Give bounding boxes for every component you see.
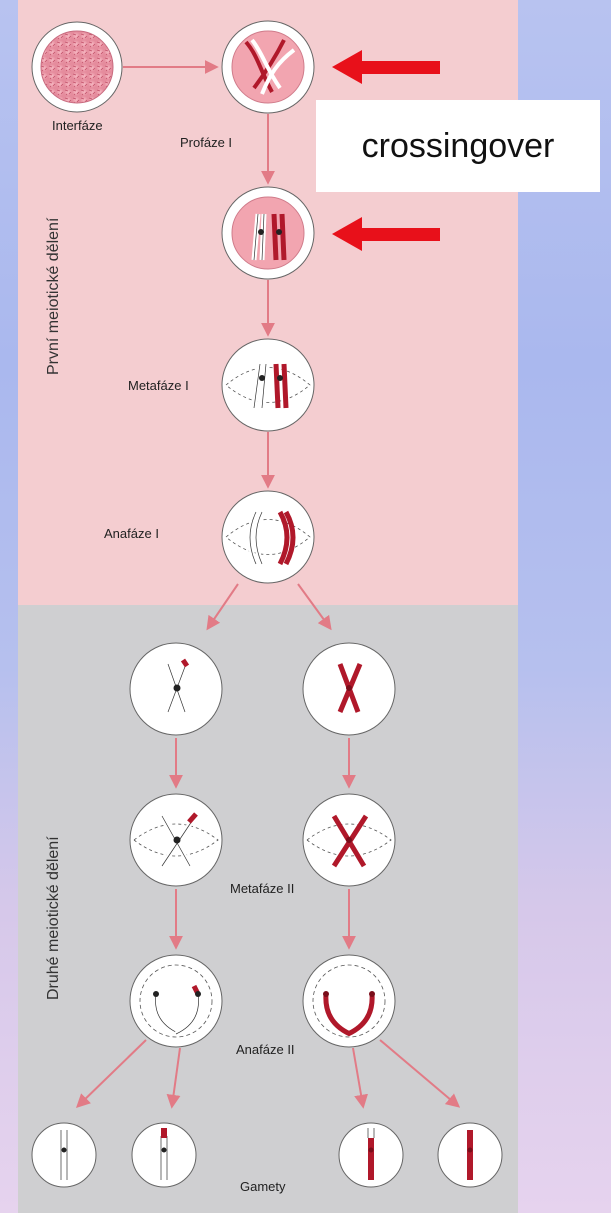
crossingover-arrow-upper (332, 50, 440, 84)
interphase-cell (31, 21, 123, 113)
second-division-panel (18, 605, 518, 1213)
interphase-label: Interfáze (52, 118, 103, 133)
gametes-label: Gamety (240, 1179, 286, 1194)
anaphase2-right-cell (302, 954, 396, 1048)
metaphase2-right-cell (302, 793, 396, 887)
metaphase2-left-cell (129, 793, 223, 887)
prophase1-cell (221, 20, 315, 114)
crossingover-callout: crossingover (316, 100, 600, 192)
prophase2-right-cell (302, 642, 396, 736)
prophase2-left-cell (129, 642, 223, 736)
metaphase1-cell (221, 338, 315, 432)
metaphase2-label: Metafáze II (230, 881, 294, 896)
gamete-2 (131, 1122, 197, 1188)
anaphase2-left-cell (129, 954, 223, 1048)
gamete-3 (338, 1122, 404, 1188)
gamete-4 (437, 1122, 503, 1188)
prophase1-label: Profáze I (180, 135, 232, 150)
metaphase1-label: Metafáze I (128, 378, 189, 393)
prophase1-synapsis-cell (221, 186, 315, 280)
gamete-1 (31, 1122, 97, 1188)
anaphase1-cell (221, 490, 315, 584)
crossingover-arrow-lower (332, 217, 440, 251)
second-division-label: Druhé meiotické dělení (45, 836, 62, 1000)
second-division-arrows (75, 738, 461, 1109)
anaphase1-label: Anafáze I (104, 526, 159, 541)
first-division-arrows (123, 60, 332, 631)
anaphase2-label: Anafáze II (236, 1042, 295, 1057)
first-division-label: První meiotické dělení (45, 217, 62, 375)
